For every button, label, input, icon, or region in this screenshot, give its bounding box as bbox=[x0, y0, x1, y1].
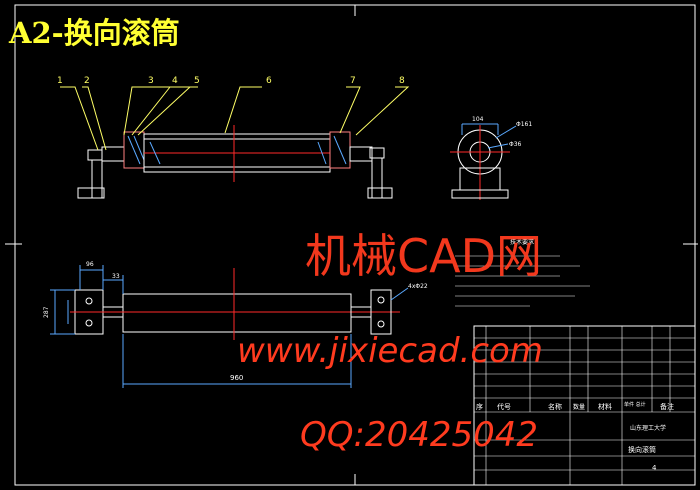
bolt-hole bbox=[85, 297, 93, 305]
notes-title: 技术要求 bbox=[510, 238, 534, 246]
bom-header-qty: 数量 bbox=[573, 403, 585, 411]
bearing-base bbox=[451, 189, 509, 199]
watermark-line-3: QQ:20425042 bbox=[300, 415, 538, 455]
dim-960: 960 bbox=[230, 374, 243, 382]
dim-36-leader bbox=[487, 143, 509, 149]
dim-161-leader bbox=[495, 125, 517, 139]
bolt-hole bbox=[377, 296, 385, 304]
dim-104: 104 bbox=[472, 116, 484, 123]
right-flange bbox=[370, 289, 392, 335]
drawing-title: A2-换向滚筒 bbox=[8, 16, 180, 50]
right-hub-hatch bbox=[333, 135, 347, 165]
front-view: 1 2 3 4 5 6 7 8 bbox=[57, 76, 410, 199]
bom-header-name: 名称 bbox=[548, 402, 562, 411]
dim-33: 33 bbox=[112, 273, 120, 280]
bom-grid bbox=[474, 326, 695, 485]
bom-frame bbox=[473, 325, 696, 486]
dim-4x22: 4xΦ22 bbox=[408, 283, 428, 290]
part-number-8: 8 bbox=[399, 76, 405, 86]
side-view bbox=[450, 123, 517, 200]
left-bracket-head bbox=[87, 149, 103, 161]
bolt-hole bbox=[377, 320, 385, 328]
technical-notes: 技术要求 bbox=[455, 238, 590, 307]
bom-header-remarks: 备注 bbox=[660, 402, 674, 411]
drum-plan bbox=[122, 293, 352, 333]
right-bracket-post bbox=[371, 157, 383, 199]
dim-36: Φ36 bbox=[509, 141, 522, 148]
watermark-line-2: www.jixiecad.com bbox=[237, 331, 543, 371]
part-number-6: 6 bbox=[266, 76, 272, 86]
left-bracket-post bbox=[91, 159, 103, 199]
left-hub-hatch bbox=[133, 135, 145, 161]
watermark-line-1: 机械CAD网 bbox=[305, 229, 542, 283]
part-number-4: 4 bbox=[172, 76, 178, 86]
right-bracket-base bbox=[367, 187, 393, 199]
bom-header-seq: 序 bbox=[476, 402, 483, 411]
bom-header-code: 代号 bbox=[497, 402, 511, 411]
part-number-5: 5 bbox=[194, 76, 200, 86]
left-bracket-base bbox=[77, 187, 105, 199]
bom-header-material: 材料 bbox=[598, 402, 612, 411]
part-number-2: 2 bbox=[84, 76, 90, 86]
drum-hatch bbox=[149, 141, 161, 165]
plan-dimension-lines bbox=[50, 265, 409, 388]
bom-header-weight: 单件 总计 bbox=[624, 401, 646, 408]
leader-lines bbox=[60, 86, 410, 151]
title-block: 序 代号 名称 数量 材料 单件 总计 备注 山东理工大学 换向滚筒 4 bbox=[473, 325, 696, 486]
part-number-3: 3 bbox=[148, 76, 154, 86]
right-shaft-stub bbox=[349, 146, 373, 162]
notes-text-lines bbox=[455, 255, 590, 307]
dim-287: 287 bbox=[43, 306, 50, 318]
left-hub-hatch bbox=[127, 135, 141, 165]
drum-hatch bbox=[317, 141, 327, 165]
part-number-1: 1 bbox=[57, 76, 63, 86]
part-number-7: 7 bbox=[350, 76, 356, 86]
dim-96: 96 bbox=[86, 261, 94, 268]
bolt-hole bbox=[85, 319, 93, 327]
plan-view bbox=[50, 265, 409, 388]
school-name: 山东理工大学 bbox=[630, 424, 666, 432]
sheet-number: 4 bbox=[652, 464, 657, 472]
drawing-name: 换向滚筒 bbox=[628, 445, 656, 454]
dim-161: Φ161 bbox=[516, 121, 532, 128]
